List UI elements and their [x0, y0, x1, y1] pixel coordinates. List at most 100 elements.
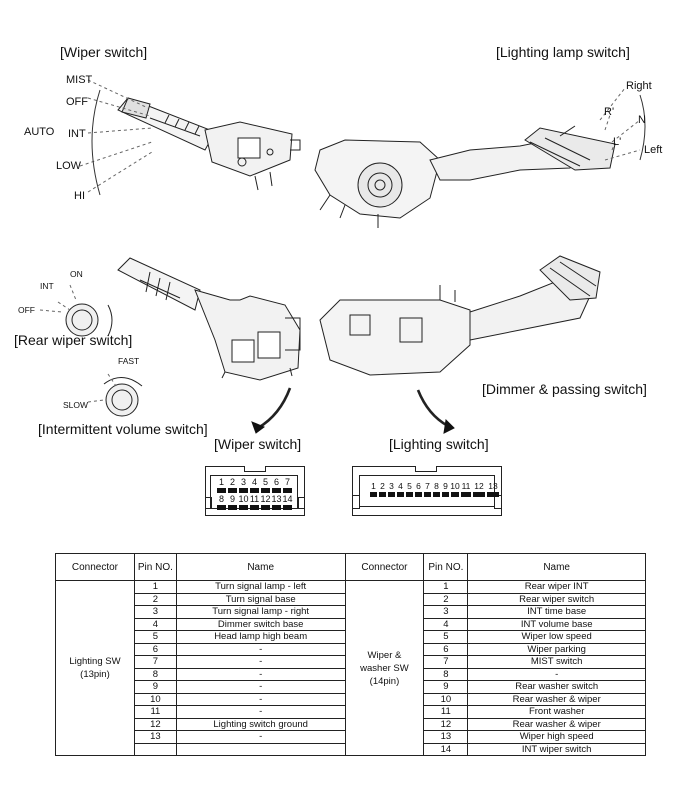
left-pin-name: - — [175, 730, 346, 744]
right-pin-no: 10 — [423, 692, 469, 706]
right-pin-name: Wiper parking — [467, 642, 646, 656]
right-pin-name: Front washer — [467, 705, 646, 719]
table-header-row: Connector Pin NO. Name Connector Pin NO.… — [55, 553, 646, 581]
right-pin-no: 14 — [423, 742, 469, 756]
right-pin-name: Rear wiper switch — [467, 592, 646, 606]
pin-label: 10 — [450, 481, 460, 491]
left-pin-name: - — [175, 692, 346, 706]
arrow-to-wiper — [257, 387, 292, 430]
wiper-connector-top-row: 1 2 3 4 5 6 7 — [216, 477, 293, 487]
rear-wiper-knob-drawing — [39, 284, 113, 337]
pin-label: 13 — [488, 481, 498, 491]
pin-label: 2 — [229, 477, 235, 487]
lighting-connector: 1 2 3 4 5 6 7 8 9 10 11 12 13 — [352, 466, 502, 516]
left-pin-no: 7 — [133, 655, 177, 669]
switch-illustration — [39, 79, 646, 434]
right-pin-name: Rear washer switch — [467, 680, 646, 694]
right-pin-name: Wiper low speed — [467, 630, 646, 644]
col-header-name: Name — [467, 553, 646, 581]
left-pin-name: Head lamp high beam — [175, 630, 346, 644]
table-row: 8-8- — [56, 667, 646, 681]
right-pin-no: 2 — [423, 592, 469, 606]
col-header-connector: Connector — [344, 553, 425, 581]
right-connector-label: washer SW — [360, 662, 409, 674]
left-pin-name: - — [175, 680, 346, 694]
wiper-switch-title: [Wiper switch] — [60, 44, 148, 60]
right-pin-no: 4 — [423, 617, 469, 631]
lighting-lever-drawing — [314, 125, 616, 228]
wiper-pos-auto: AUTO — [24, 126, 55, 138]
pin-label: 11 — [461, 481, 471, 491]
right-connector-cell: Wiper &washer SW(14pin) — [344, 580, 425, 756]
lighting-body-drawing — [319, 255, 601, 376]
right-connector-label: (14pin) — [369, 675, 400, 687]
left-connector-label: Lighting SW — [69, 656, 121, 667]
right-pin-no: 13 — [423, 730, 469, 744]
left-pin-name: Dimmer switch base — [175, 617, 346, 631]
lamp-pos-n: N — [638, 114, 646, 126]
left-pin-name: Lighting switch ground — [175, 717, 346, 731]
dimmer-passing-caption: [Dimmer & passing switch] — [482, 381, 647, 397]
left-pin-name: Turn signal base — [175, 592, 346, 606]
pin-label: 1 — [371, 481, 376, 491]
right-connector-label: Wiper & — [367, 649, 402, 661]
right-pin-no: 5 — [423, 630, 469, 644]
left-pin-no: 13 — [133, 730, 177, 744]
pin-label: 12 — [474, 481, 484, 491]
lighting-connector-row: 1 2 3 4 5 6 7 8 9 10 11 12 13 — [369, 481, 500, 491]
pin-label: 5 — [407, 481, 412, 491]
wiper-connector-title: [Wiper switch] — [214, 436, 302, 452]
left-pin-name: - — [175, 705, 346, 719]
right-pin-no: 9 — [423, 680, 469, 694]
right-pin-name: Rear washer & wiper — [467, 692, 646, 706]
right-pin-no: 1 — [423, 580, 469, 594]
pin-label: 4 — [398, 481, 403, 491]
intermittent-slow: SLOW — [63, 400, 89, 410]
pin-label: 9 — [443, 481, 448, 491]
rear-wiper-caption: [Rear wiper switch] — [14, 332, 133, 348]
intermittent-caption: [Intermittent volume switch] — [38, 421, 208, 437]
left-pin-no: 10 — [133, 692, 177, 706]
right-pin-name: Rear washer & wiper — [467, 717, 646, 731]
intermittent-fast: FAST — [118, 356, 140, 366]
wiper-pos-off: OFF — [66, 96, 88, 108]
left-pin-name: - — [175, 667, 346, 681]
pin-label: 9 — [229, 494, 235, 504]
wiper-guide-lines — [79, 79, 153, 196]
pin-label: 13 — [271, 494, 282, 504]
wiper-pos-int: INT — [68, 128, 86, 140]
lamp-pos-right: Right — [626, 80, 652, 92]
lamp-guide-lines — [599, 87, 646, 161]
rear-wiper-on: ON — [70, 269, 83, 279]
left-connector-cell: Lighting SW (13pin) — [55, 580, 135, 756]
right-pin-name: INT volume base — [467, 617, 646, 631]
rear-wiper-int: INT — [40, 281, 54, 291]
pin-label: 14 — [282, 494, 293, 504]
right-pin-name: - — [467, 667, 646, 681]
col-header-pin-no: Pin NO. — [133, 553, 177, 581]
col-header-connector: Connector — [55, 553, 135, 581]
lamp-pos-r-prime: R' — [604, 106, 615, 118]
lighting-lamp-switch-title: [Lighting lamp switch] — [496, 44, 630, 60]
right-pin-no: 8 — [423, 667, 469, 681]
right-pin-name: MIST switch — [467, 655, 646, 669]
arrow-to-lighting — [416, 389, 449, 428]
lighting-connector-title: [Lighting switch] — [389, 436, 489, 452]
left-pin-name — [175, 742, 346, 756]
wiper-pos-mist: MIST — [66, 74, 93, 86]
left-pin-name: - — [175, 655, 346, 669]
left-pin-no: 11 — [133, 705, 177, 719]
right-pin-no: 6 — [423, 642, 469, 656]
wiper-body-drawing — [117, 257, 301, 381]
left-pin-no: 4 — [133, 617, 177, 631]
wiper-pos-hi: HI — [74, 190, 85, 202]
left-connector-label: (13pin) — [80, 669, 110, 680]
right-pin-name: INT time base — [467, 605, 646, 619]
left-pin-no: 12 — [133, 717, 177, 731]
left-pin-no: 9 — [133, 680, 177, 694]
left-pin-no: 3 — [133, 605, 177, 619]
